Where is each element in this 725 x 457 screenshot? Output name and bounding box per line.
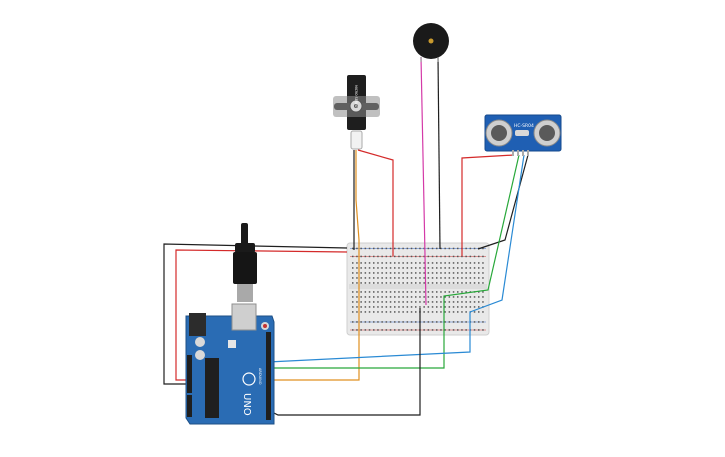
arduino-board-label: UNO [241,393,252,416]
wire-ultrasonic-gnd [477,154,529,250]
usb-cable [233,223,257,302]
wire-servo-power [357,149,394,256]
wire-ultrasonic-vcc [461,154,515,256]
breadboard-holes [352,247,484,331]
wire-buzzer-ground [437,56,441,250]
breadboard[interactable] [346,242,490,336]
wire-ultrasonic-trig [268,154,520,369]
ultrasonic-label: HC-SR04 [514,123,534,129]
micro-servo[interactable]: MICRO SERVO [333,75,380,150]
arduino-brand-label: ARDUINO [258,368,262,385]
servo-label: MICRO SERVO [354,85,358,108]
ultrasonic-sensor[interactable]: HC-SR04 [484,114,562,156]
wire-buzzer-signal [420,56,427,306]
wire-ultrasonic-echo [267,154,525,363]
wire-servo-signal [268,150,360,381]
wire-arduino-gnd [163,243,348,385]
piezo-buzzer[interactable] [413,23,449,62]
arduino-uno-board[interactable]: UNO ARDUINO [185,223,275,425]
